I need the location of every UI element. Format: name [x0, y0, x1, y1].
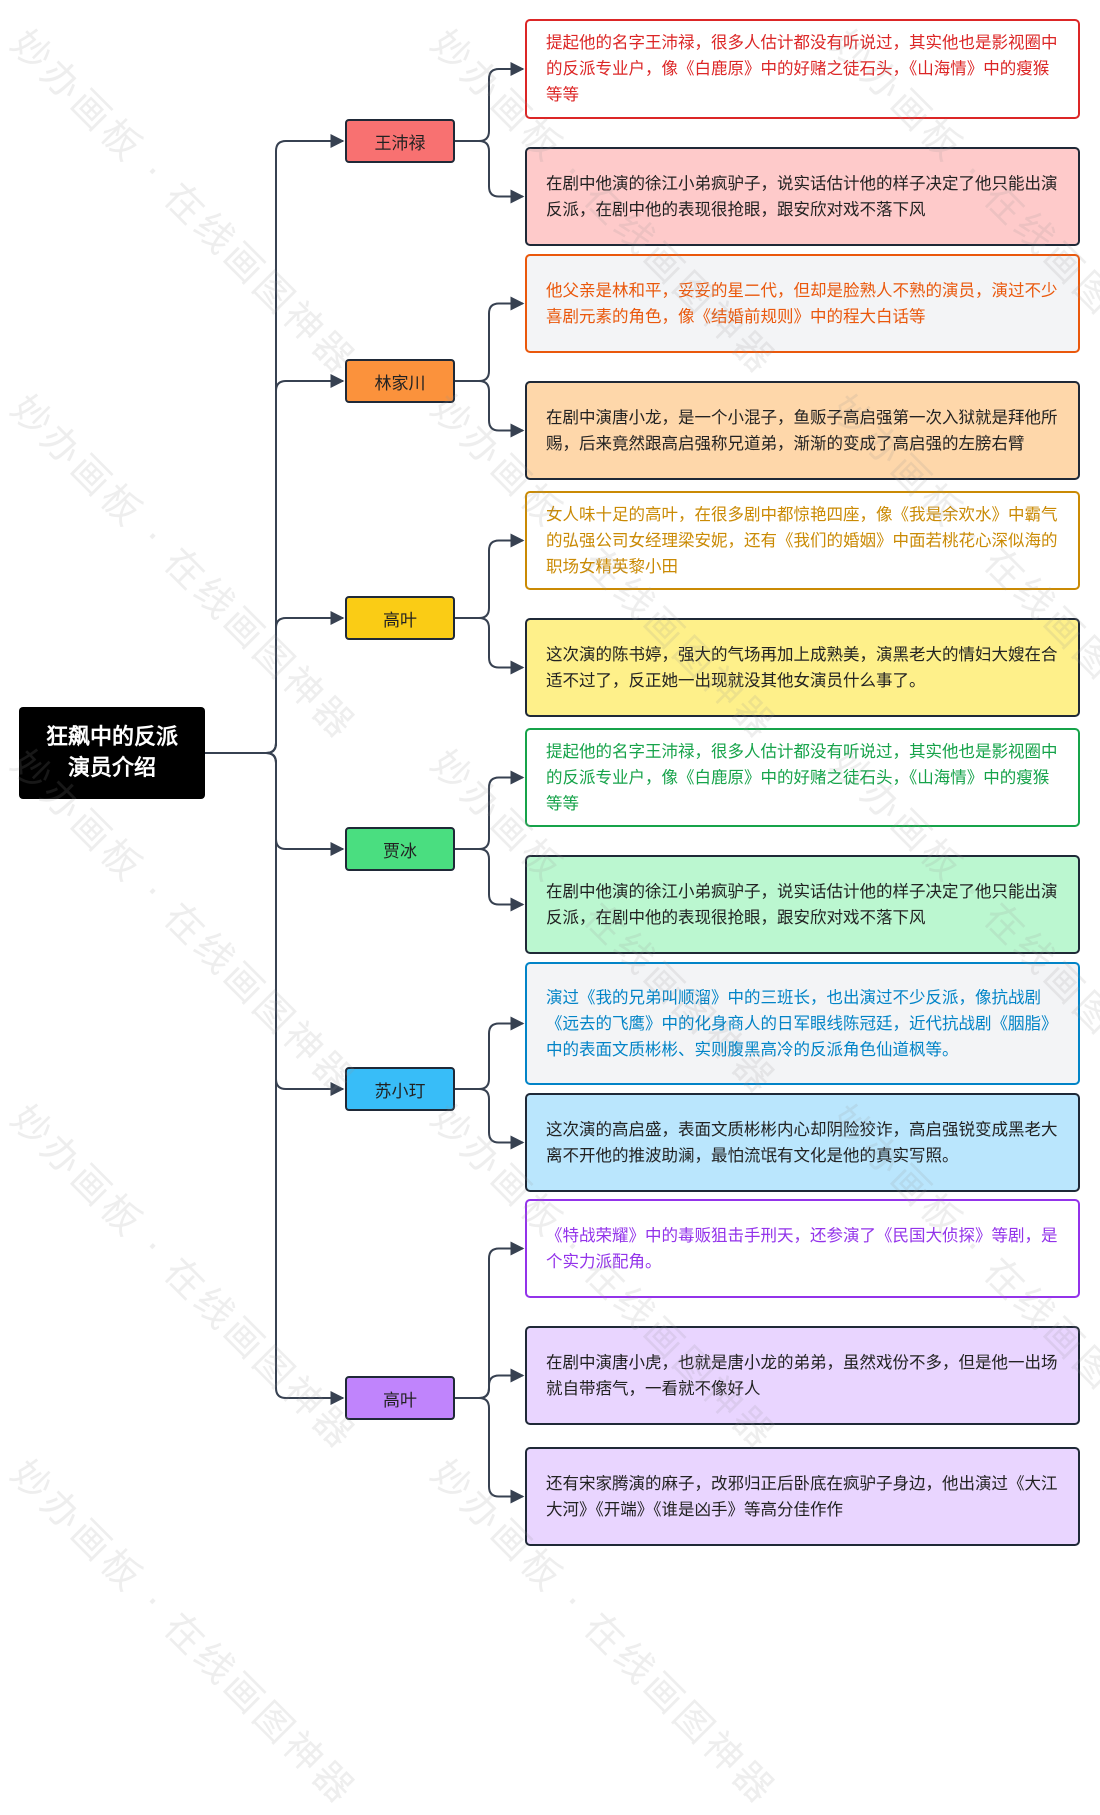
note-card[interactable]: 在剧中演唐小龙，是一个小混子，鱼贩子高启强第一次入狱就是拜他所赐，后来竟然跟高启… [525, 381, 1080, 480]
connector-line [455, 848, 525, 912]
note-text: 女人味十足的高叶，在很多剧中都惊艳四座，像《我是余欢水》中霸气的弘强公司女经理梁… [546, 504, 1058, 576]
note-text: 在剧中演唐小虎，也就是唐小龙的弟弟，虽然戏份不多，但是他一出场就自带痞气，一看就… [546, 1352, 1058, 1398]
connector-line [455, 617, 525, 675]
connector-line [205, 374, 345, 754]
note-card[interactable]: 这次演的高启盛，表面文质彬彬内心却阴险狡诈，高启强锐变成黑老大离不开他的推波助澜… [525, 1093, 1080, 1192]
note-card[interactable]: 在剧中他演的徐江小弟疯驴子，说实话估计他的样子决定了他只能出演反派，在剧中他的表… [525, 147, 1080, 246]
actor-name: 贾冰 [383, 841, 417, 862]
note-card[interactable]: 《特战荣耀》中的毒贩狙击手刑天，还参演了《民国大侦探》等剧，是个实力派配角。 [525, 1199, 1080, 1298]
connector-line [455, 1368, 525, 1399]
actor-name: 高叶 [383, 610, 417, 631]
note-card[interactable]: 提起他的名字王沛禄，很多人估计都没有听说过，其实他也是影视圈中的反派专业户，像《… [525, 728, 1080, 827]
note-card[interactable]: 他父亲是林和平，妥妥的星二代，但却是脸熟人不熟的演员，演过不少喜剧元素的角色，像… [525, 254, 1080, 353]
connector-line [455, 1397, 525, 1504]
note-text: 还有宋家腾演的麻子，改邪归正后卧底在疯驴子身边，他出演过《大江大河》《开端》《谁… [546, 1473, 1058, 1519]
connector-line [455, 1088, 525, 1150]
note-text: 这次演的高启盛，表面文质彬彬内心却阴险狡诈，高启强锐变成黑老大离不开他的推波助澜… [546, 1119, 1058, 1165]
note-card[interactable]: 还有宋家腾演的麻子，改邪归正后卧底在疯驴子身边，他出演过《大江大河》《开端》《谁… [525, 1447, 1080, 1546]
actor-node-jia-bing[interactable]: 贾冰 [345, 827, 455, 871]
root-node[interactable]: 狂飙中的反派演员介绍 [19, 707, 205, 799]
actor-name: 林家川 [374, 373, 426, 394]
connector-line [205, 752, 345, 1096]
note-card[interactable]: 女人味十足的高叶，在很多剧中都惊艳四座，像《我是余欢水》中霸气的弘强公司女经理梁… [525, 491, 1080, 590]
connector-line [455, 1016, 525, 1090]
actor-name: 高叶 [383, 1390, 417, 1411]
note-text: 提起他的名字王沛禄，很多人估计都没有听说过，其实他也是影视圈中的反派专业户，像《… [546, 741, 1058, 813]
note-card[interactable]: 提起他的名字王沛禄，很多人估计都没有听说过，其实他也是影视圈中的反派专业户，像《… [525, 19, 1080, 119]
actor-name: 苏小玎 [374, 1081, 426, 1102]
actor-node-su-xiaoding[interactable]: 苏小玎 [345, 1067, 455, 1111]
note-card[interactable]: 在剧中演唐小虎，也就是唐小龙的弟弟，虽然戏份不多，但是他一出场就自带痞气，一看就… [525, 1326, 1080, 1425]
connector-line [455, 296, 525, 382]
connector-line [205, 752, 345, 856]
note-text: 他父亲是林和平，妥妥的星二代，但却是脸熟人不熟的演员，演过不少喜剧元素的角色，像… [546, 280, 1058, 326]
connector-line [455, 140, 525, 204]
note-text: 这次演的陈书婷，强大的气场再加上成熟美，演黑老大的情妇大嫂在合适不过了，反正她一… [546, 644, 1058, 690]
note-text: 在剧中演唐小龙，是一个小混子，鱼贩子高启强第一次入狱就是拜他所赐，后来竟然跟高启… [546, 407, 1058, 453]
connector-line [455, 380, 525, 438]
actor-node-gao-ye-2[interactable]: 高叶 [345, 1376, 455, 1420]
actor-node-gao-ye[interactable]: 高叶 [345, 596, 455, 640]
note-text: 在剧中他演的徐江小弟疯驴子，说实话估计他的样子决定了他只能出演反派，在剧中他的表… [546, 881, 1058, 927]
actor-node-wang-peilu[interactable]: 王沛禄 [345, 119, 455, 163]
note-card[interactable]: 演过《我的兄弟叫顺溜》中的三班长，也出演过不少反派，像抗战剧《远去的飞鹰》中的化… [525, 962, 1080, 1085]
connector-line [205, 611, 345, 754]
actor-node-lin-jiachuan[interactable]: 林家川 [345, 359, 455, 403]
connector-line [455, 770, 525, 850]
note-card[interactable]: 这次演的陈书婷，强大的气场再加上成熟美，演黑老大的情妇大嫂在合适不过了，反正她一… [525, 618, 1080, 717]
note-card[interactable]: 在剧中他演的徐江小弟疯驴子，说实话估计他的样子决定了他只能出演反派，在剧中他的表… [525, 855, 1080, 954]
connector-line [205, 752, 345, 1405]
note-text: 演过《我的兄弟叫顺溜》中的三班长，也出演过不少反派，像抗战剧《远去的飞鹰》中的化… [546, 987, 1058, 1059]
connector-line [205, 134, 345, 754]
connector-line [455, 62, 525, 142]
note-text: 在剧中他演的徐江小弟疯驴子，说实话估计他的样子决定了他只能出演反派，在剧中他的表… [546, 173, 1058, 219]
note-text: 提起他的名字王沛禄，很多人估计都没有听说过，其实他也是影视圈中的反派专业户，像《… [546, 33, 1058, 104]
actor-name: 王沛禄 [374, 133, 426, 154]
connector-line [455, 533, 525, 619]
note-text: 《特战荣耀》中的毒贩狙击手刑天，还参演了《民国大侦探》等剧，是个实力派配角。 [546, 1225, 1058, 1271]
root-title: 狂飙中的反派演员介绍 [45, 725, 178, 781]
connector-lines [205, 62, 525, 1504]
